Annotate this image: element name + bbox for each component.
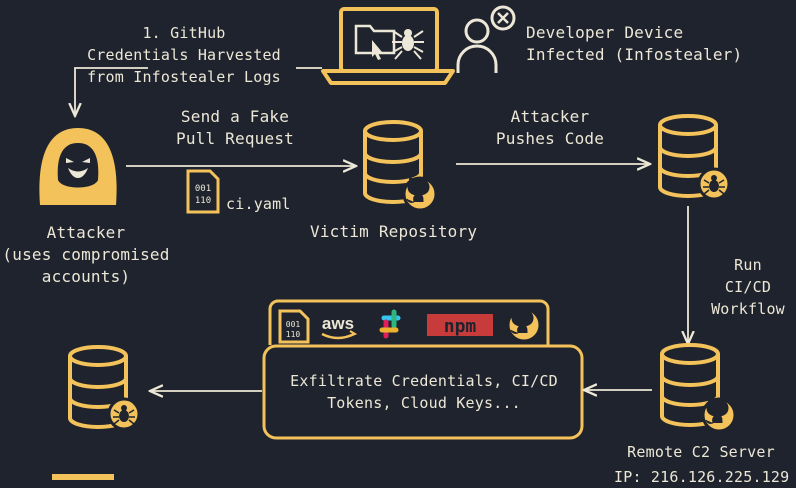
user-x-icon bbox=[456, 5, 516, 73]
developer-label: Developer Device Infected (Infostealer) bbox=[526, 22, 742, 66]
arrow-laptop-to-attacker bbox=[75, 67, 322, 116]
remote-c2-label: Remote C2 Server bbox=[627, 443, 775, 461]
partial-logo bbox=[52, 474, 114, 480]
npm-logo-text: npm bbox=[444, 316, 477, 337]
aws-icon: aws bbox=[321, 314, 358, 340]
step1-line: from Infostealer Logs bbox=[87, 68, 281, 86]
services-panel bbox=[268, 299, 550, 345]
run-ci-line: CI/CD bbox=[724, 278, 772, 296]
fake-pr-line: Send a Fake bbox=[180, 107, 290, 126]
step1-line: 1. GitHub bbox=[142, 24, 226, 42]
file-icon-text-bottom: 110 bbox=[195, 196, 211, 206]
attacker-line: accounts) bbox=[41, 267, 131, 286]
slack-icon bbox=[379, 309, 401, 339]
developer-line: Infected (Infostealer) bbox=[526, 45, 743, 64]
attacker-push-line: Pushes Code bbox=[495, 129, 605, 148]
npm-icon: npm bbox=[427, 314, 493, 337]
laptop-folder-spider-icon bbox=[321, 7, 455, 85]
attacker-label: Attacker (uses compromised accounts) bbox=[0, 222, 172, 288]
attacker-push-line: Attacker bbox=[510, 107, 590, 126]
panel-file-text-bottom: 110 bbox=[286, 330, 301, 339]
step1-label: 1. GitHub Credentials Harvested from Inf… bbox=[78, 22, 290, 88]
fake-pr-label: Send a Fake Pull Request bbox=[160, 106, 310, 150]
binary-file-icon: 001 110 bbox=[186, 169, 220, 214]
attacker-line: Attacker bbox=[46, 223, 126, 242]
aws-logo-text: aws bbox=[322, 314, 354, 333]
run-ci-label: Run CI/CD Workflow bbox=[700, 254, 796, 320]
victim-repo-label: Victim Repository bbox=[310, 222, 478, 241]
ci-file-label: ci.yaml bbox=[226, 195, 291, 213]
developer-line: Developer Device bbox=[526, 23, 684, 42]
ip-label: IP: 216.126.225.129 bbox=[614, 468, 790, 486]
run-ci-line: Run bbox=[734, 256, 762, 274]
step1-line: Credentials Harvested bbox=[87, 46, 281, 64]
attacker-push-label: Attacker Pushes Code bbox=[480, 106, 620, 150]
github-icon bbox=[506, 307, 542, 343]
run-ci-line: Workflow bbox=[711, 300, 785, 318]
hooded-hacker-icon bbox=[39, 128, 117, 205]
fake-pr-line: Pull Request bbox=[176, 129, 294, 148]
victim-database-icon bbox=[363, 120, 438, 212]
exfiltrate-label: Exfiltrate Credentials, CI/CD Tokens, Cl… bbox=[266, 370, 582, 414]
file-icon-text-top: 001 bbox=[195, 184, 211, 194]
panel-file-text-top: 001 bbox=[286, 320, 301, 329]
exfiltrate-box bbox=[262, 344, 584, 440]
c2-database-icon bbox=[660, 343, 737, 433]
binary-file-icon: 001 110 bbox=[278, 309, 310, 344]
exfil-database-icon bbox=[68, 345, 141, 431]
attacker-line: (uses compromised bbox=[2, 245, 170, 264]
exfiltrate-line: Tokens, Cloud Keys... bbox=[327, 394, 521, 412]
attacker-database-icon bbox=[658, 114, 731, 201]
exfiltrate-line: Exfiltrate Credentials, CI/CD bbox=[290, 372, 558, 390]
